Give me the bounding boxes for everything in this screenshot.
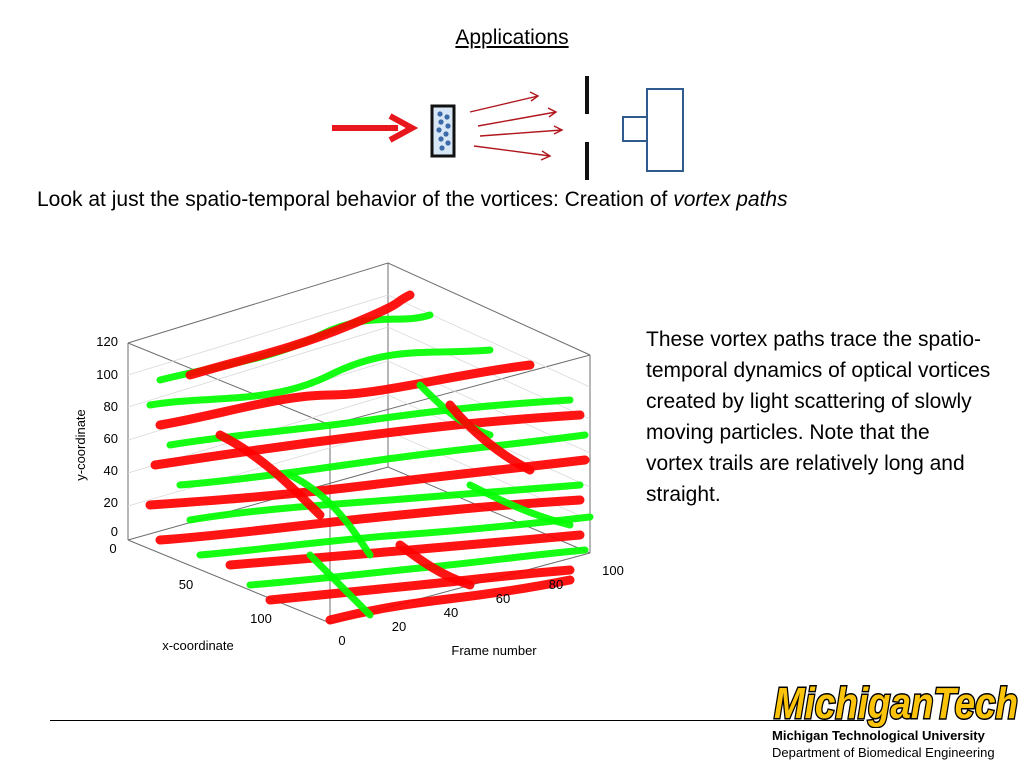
vortex-trail [185,290,415,380]
x-tick: 50 [179,577,193,592]
y-tick: 0 [111,524,118,539]
michigan-tech-logo: MichiganTech [773,678,1020,729]
vortex-trail [445,400,535,475]
vortex-trail [395,540,475,590]
z-tick: 0 [338,633,345,648]
vortex-trail [150,410,585,470]
camera-body [646,88,684,172]
y-tick: 120 [96,334,118,349]
z-axis-label: Frame number [451,643,537,658]
vortex-trail [176,431,589,489]
vortex-trails [145,290,594,625]
z-tick: 80 [549,577,563,592]
y-tick: 100 [96,367,118,382]
setup-diagram [332,76,684,180]
caption-emphasis: vortex paths [673,188,788,211]
y-tick: 60 [104,431,118,446]
y-tick: 40 [104,463,118,478]
slide-title: Applications [455,26,569,49]
particles [436,111,451,151]
caption-text: Look at just the spatio-temporal behavio… [37,188,674,211]
camera-lens [622,116,648,142]
scattered-rays [469,91,564,161]
z-tick: 20 [392,619,406,634]
y-axis-label: y-coordinate [73,409,88,481]
vortex-paths-plot: y-coordinate x-coordinate Frame number 1… [73,262,624,658]
aperture-bottom [585,142,589,180]
beam-arrow-head [388,113,419,143]
university-name: Michigan Technological University [772,728,985,743]
z-tick: 100 [602,563,624,578]
vortex-trail [286,471,374,559]
x-axis-label: x-coordinate [162,638,234,653]
vortex-trail [146,346,494,409]
vortex-trail [215,430,325,520]
footer-rule [50,720,864,721]
aperture-top [585,76,589,114]
x-tick: 100 [250,611,272,626]
z-tick: 60 [496,591,510,606]
z-tick: 40 [444,605,458,620]
vortex-trail [306,551,374,619]
vortex-trail [196,513,594,559]
slide-caption: Look at just the spatio-temporal behavio… [37,188,788,212]
x-tick: 0 [109,541,116,556]
y-tick: 80 [104,399,118,414]
description-text: These vortex paths trace the spatio-temp… [646,328,991,506]
y-tick: 20 [104,495,118,510]
vortex-trail [265,565,575,605]
vortex-trail [186,481,584,524]
vortex-trail [466,481,574,529]
department-name: Department of Biomedical Engineering [772,745,995,760]
vortex-trail [155,360,535,430]
logo-wordmark: MichiganTech [774,679,1018,728]
vortex-trail [145,455,590,510]
